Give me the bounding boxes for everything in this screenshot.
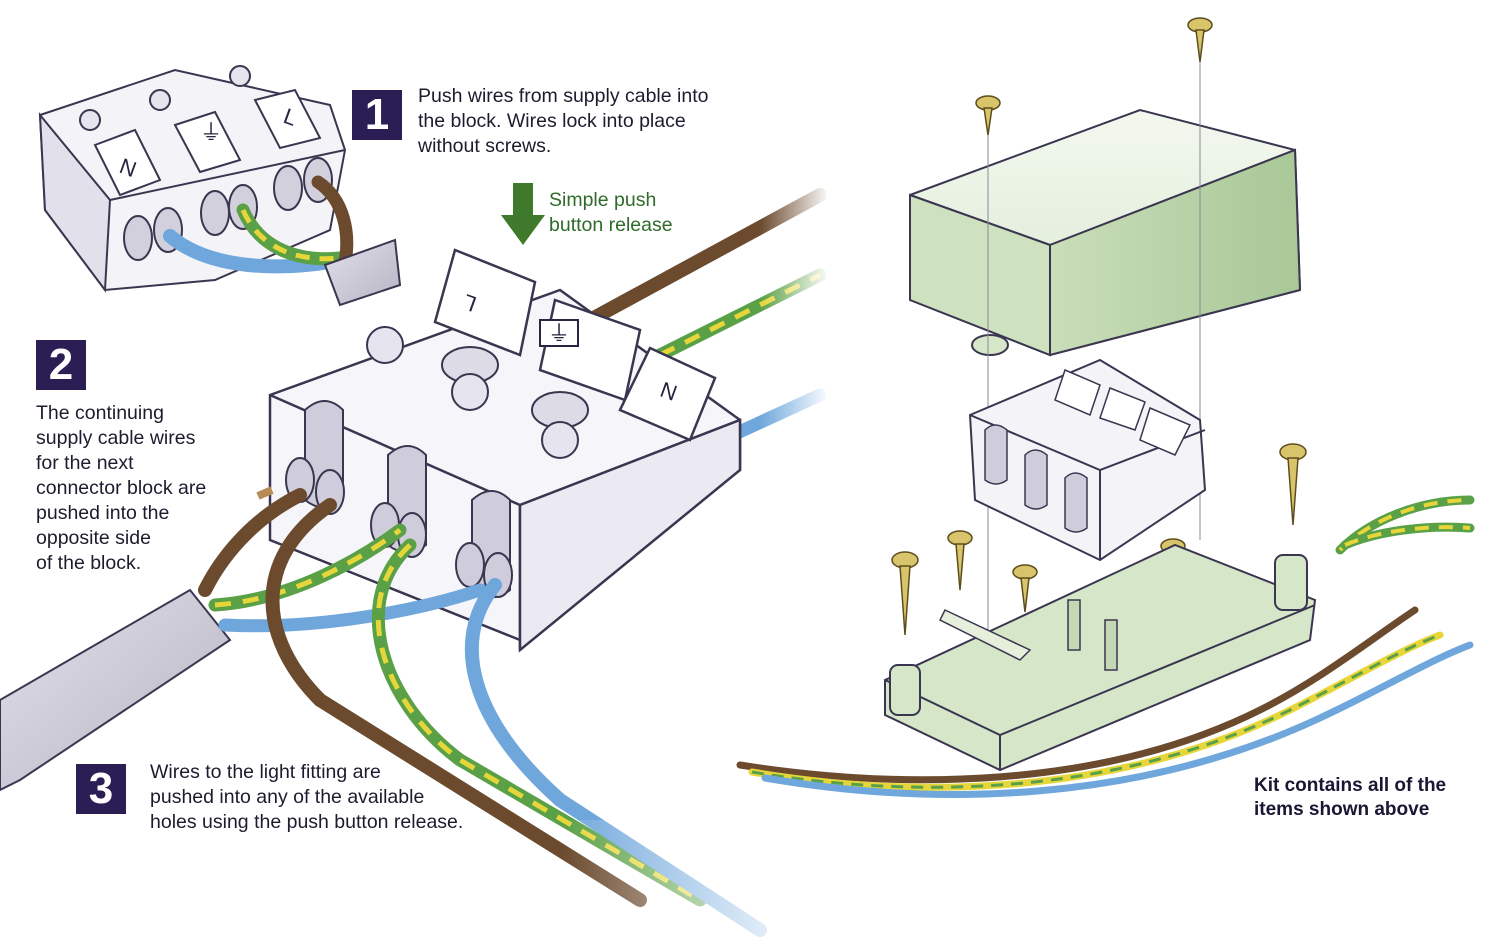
step-3-line-3: holes using the push button release. [150, 811, 464, 833]
label-earth: ⏚ [548, 321, 570, 346]
step-1-line-3: without screws. [418, 135, 552, 157]
kit-wires [736, 495, 1475, 798]
step-1-badge: 1 [352, 90, 402, 140]
step-2-line-3: for the next [36, 452, 134, 474]
step-2-line-6: opposite side [36, 527, 151, 549]
step-3-line-2: pushed into any of the available [150, 786, 425, 808]
step-3-line-1: Wires to the light fitting are [150, 761, 381, 783]
small-block-exploded [968, 358, 1207, 562]
enclosure-cover [909, 108, 1302, 357]
push-release-callout: Simple push button release [549, 188, 673, 238]
continuing-cable [583, 180, 830, 480]
light-fitting-wires [265, 498, 820, 940]
small-label-earth: ⏚ [200, 120, 222, 145]
small-connector-block: N ⏚ L [38, 65, 402, 307]
step-3-text: Wires to the light fitting are pushed in… [150, 760, 463, 835]
kit-contents-note: Kit contains all of the items shown abov… [1254, 774, 1446, 822]
step-2-line-7: of the block. [36, 552, 142, 574]
enclosure-base [884, 543, 1317, 772]
step-2-line-1: The continuing [36, 402, 164, 424]
kit-note-line-1: Kit contains all of the [1254, 775, 1447, 796]
step-2-line-5: pushed into the [36, 502, 170, 524]
supply-cable [0, 486, 487, 792]
callout-line-2: button release [549, 214, 673, 236]
step-1-text: Push wires from supply cable into the bl… [418, 84, 708, 159]
main-connector-block: L ⏚ N [268, 248, 742, 653]
step-2-line-4: connector block are [36, 477, 207, 499]
kit-note-line-2: items shown above [1254, 799, 1430, 820]
step-1-line-2: the block. Wires lock into place [418, 110, 686, 132]
step-3-badge: 3 [76, 764, 126, 814]
push-arrow-icon [501, 183, 545, 245]
callout-line-1: Simple push [549, 189, 657, 211]
step-2-line-2: supply cable wires [36, 427, 196, 449]
step-1-line-1: Push wires from supply cable into [418, 85, 709, 107]
step-2-badge: 2 [36, 340, 86, 390]
step-2-text: The continuing supply cable wires for th… [36, 401, 206, 576]
